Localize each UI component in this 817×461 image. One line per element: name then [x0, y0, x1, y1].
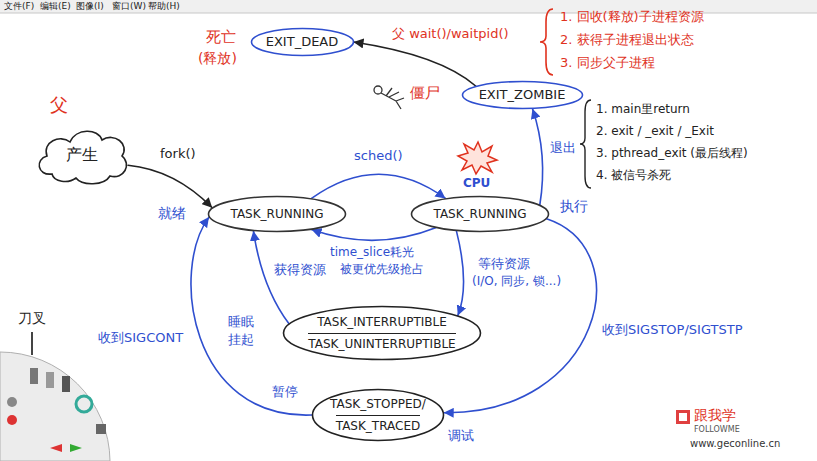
transition-label: time_slice耗光	[328, 245, 416, 259]
transition-label: 退出	[548, 140, 578, 156]
transition-label: fork()	[158, 146, 198, 162]
tool-icons	[7, 332, 106, 452]
state-ellipse: EXIT_ZOMBIE	[461, 80, 584, 110]
state-ellipse: EXIT_DEAD	[250, 27, 355, 57]
transition-arrow	[128, 165, 212, 208]
cpu-label: CPU	[463, 176, 490, 190]
transition-label: 等待资源	[476, 256, 532, 272]
list-item: 2. 获得子进程退出状态	[560, 32, 694, 48]
list-item: 3. pthread_exit (最后线程)	[596, 146, 748, 160]
watermark: 跟我学	[694, 407, 736, 424]
cloud-outline	[39, 131, 126, 184]
node-label: EXIT_ZOMBIE	[479, 87, 566, 103]
ellipse-outline	[284, 307, 481, 360]
state-note: 调试	[448, 428, 474, 444]
menu-item: 帮助(H)	[148, 1, 180, 12]
brace	[580, 100, 591, 188]
list-item: 1. 回收(释放)子进程资源	[560, 9, 704, 25]
transition-arrow	[191, 217, 312, 415]
state-ellipse: TASK_RUNNING	[207, 195, 347, 233]
node-label: TASK_TRACED	[336, 415, 420, 433]
ellipse-outline	[313, 390, 444, 441]
logo	[679, 413, 687, 421]
parent-note: 父	[50, 94, 68, 116]
state-ellipse: TASK_RUNNING	[410, 195, 550, 233]
transition-arrow	[312, 228, 436, 241]
tool-panel	[0, 352, 110, 461]
state-note: 挂起	[228, 332, 254, 348]
state-note: 暂停	[272, 384, 298, 400]
transition-label: 收到SIGSTOP/SIGTSTP	[600, 322, 744, 338]
state-ellipse: TASK_INTERRUPTIBLE TASK_UNINTERRUPTIBLE	[282, 305, 482, 361]
ellipse-outline	[412, 197, 549, 232]
ellipse-outline	[209, 197, 346, 232]
menu-item: 文件(F)	[4, 1, 34, 12]
logo	[676, 410, 690, 424]
menu-item: 图像(I)	[76, 1, 104, 12]
watermark: FOLLOWME	[694, 425, 740, 435]
transition-arrow	[444, 219, 597, 413]
transition-arrow	[354, 42, 476, 86]
list-item: 2. exit / _exit / _Exit	[596, 124, 714, 138]
state-note: 僵尸	[410, 84, 440, 102]
transition-arrow	[312, 174, 446, 198]
list-item: 1. main里return	[596, 102, 690, 116]
origin-cloud: 产生	[32, 124, 132, 186]
zombie-figure	[374, 86, 404, 109]
transition-arrow	[533, 109, 543, 205]
node-label: EXIT_DEAD	[266, 34, 339, 50]
watermark: www.geconline.cn	[690, 438, 780, 450]
cpu-burst	[458, 142, 497, 174]
list-item: 4. 被信号杀死	[596, 168, 671, 182]
menu-item: 窗口(W)	[112, 1, 146, 12]
transition-note: (I/O, 同步, 锁...)	[472, 274, 561, 288]
transition-label: 获得资源	[272, 262, 328, 278]
ellipse-outline	[462, 82, 582, 109]
node-label: TASK_RUNNING	[434, 207, 527, 221]
transition-label: 收到SIGCONT	[96, 330, 185, 346]
transition-label: sched()	[352, 148, 405, 164]
brace	[540, 9, 553, 75]
state-note: 执行	[560, 198, 588, 215]
node-label: TASK_UNINTERRUPTIBLE	[308, 333, 455, 351]
node-label: 产生	[66, 145, 98, 164]
ellipse-outline	[251, 29, 353, 56]
node-label: TASK_STOPPED/	[330, 397, 426, 411]
state-ellipse: TASK_STOPPED/TASK_TRACED	[311, 388, 445, 442]
transition-label: 父 wait()/waitpid()	[390, 26, 511, 42]
list-item: 3. 同步父子进程	[560, 55, 655, 71]
hand-note: 刀叉	[18, 310, 46, 327]
node-label: TASK_INTERRUPTIBLE	[317, 315, 447, 329]
transition-note: 被更优先级抢占	[340, 262, 424, 276]
menu-item: 编辑(E)	[40, 1, 71, 12]
state-note: (释放)	[198, 50, 237, 67]
state-note: 睡眠	[228, 314, 254, 330]
transition-arrow	[456, 231, 463, 316]
state-note: 就绪	[158, 205, 186, 222]
state-note: 死亡	[206, 28, 236, 46]
node-label: TASK_RUNNING	[231, 207, 324, 221]
